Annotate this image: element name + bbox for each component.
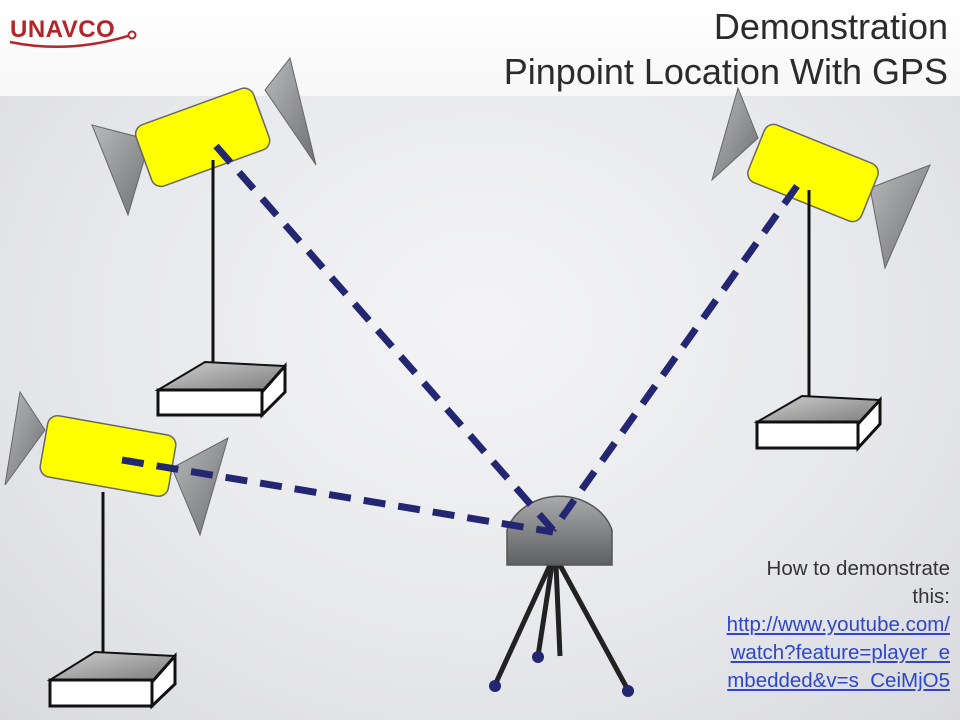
satellite-1 [91,56,317,419]
receiver-foot-1 [489,680,501,692]
logo-swoosh-icon [9,30,137,49]
title-line-1: Demonstration [713,6,948,47]
signal-line-satellite-2 [550,183,800,533]
satellite-2-body [747,123,879,223]
receiver-foot-2 [532,651,544,663]
signal-line-satellite-3 [121,456,554,536]
satellite-1-body [134,87,271,188]
satellite-1-right-panel [264,56,317,166]
receiver-leg-3 [553,564,563,657]
signal-lines [121,143,800,536]
satellite-2 [711,86,931,452]
satellite-3-left-panel [4,390,46,486]
caption: How to demonstrate this: http://www.yout… [690,555,950,695]
logo-text: UNAVCO [10,16,116,43]
caption-intro-line-2: this: [912,585,950,608]
satellite-3-base [46,650,178,710]
satellite-1-base [154,360,288,419]
receiver-foot-3 [622,685,634,697]
satellite-3-body [39,415,177,497]
receiver-leg-2 [535,564,555,657]
satellite-3 [4,390,229,710]
unavco-logo [8,14,138,54]
gps-receiver [489,495,634,697]
receiver-leg-4 [557,563,631,692]
caption-intro-line-1: How to demonstrate [766,557,950,580]
satellite-2-left-panel [711,86,759,182]
receiver-leg-1 [492,563,553,687]
page-title: Demonstration Pinpoint Location With GPS [504,4,948,94]
satellite-2-right-panel [869,164,931,270]
satellite-1-left-panel [91,124,151,217]
signal-line-satellite-1 [213,143,556,533]
youtube-link-line-3[interactable]: mbedded&v=s_CeiMjO5 [727,669,950,692]
youtube-link-line-2[interactable]: watch?feature=player_e [730,641,950,664]
title-line-2: Pinpoint Location With GPS [503,51,948,92]
header-band [0,0,960,96]
receiver-dome [506,495,613,566]
satellite-2-base [753,394,883,452]
youtube-link-line-1[interactable]: http://www.youtube.com/ [726,613,950,636]
satellite-3-right-panel [171,436,229,537]
